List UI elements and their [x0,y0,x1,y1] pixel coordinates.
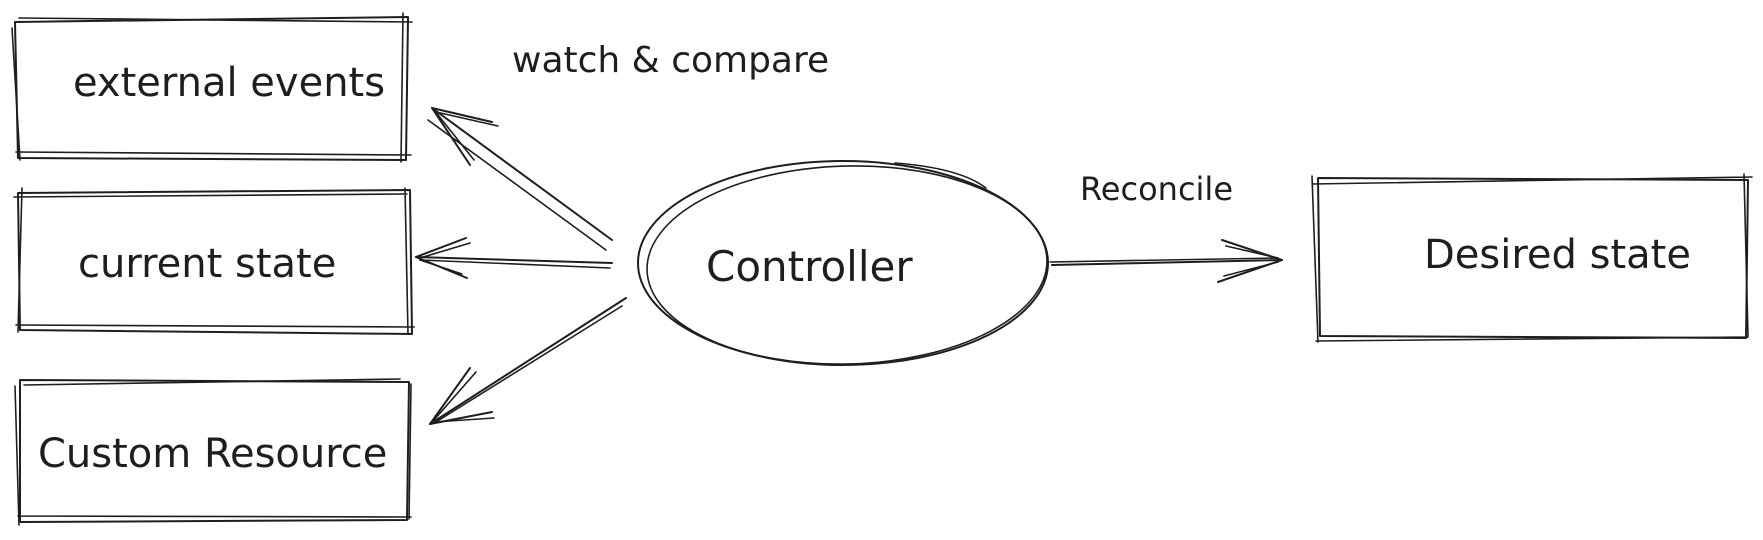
arrow-to-external-events [427,107,613,251]
controller-node: Controller [637,160,1049,366]
external-events-label: external events [73,60,385,106]
custom-resource-label: Custom Resource [38,431,387,477]
desired-state-box: Desired state [1311,173,1753,343]
reconcile-label: Reconcile [1080,170,1233,208]
current-state-label: current state [78,241,336,287]
custom-resource-box: Custom Resource [14,378,412,526]
external-events-box: external events [11,12,413,163]
arrow-to-current-state [415,237,613,279]
controller-label: Controller [706,242,913,291]
arrow-to-desired-state [1049,239,1283,283]
current-state-box: current state [13,187,415,335]
desired-state-label: Desired state [1424,232,1691,278]
arrow-to-custom-resource [429,297,627,425]
watch-compare-label: watch & compare [512,40,829,81]
